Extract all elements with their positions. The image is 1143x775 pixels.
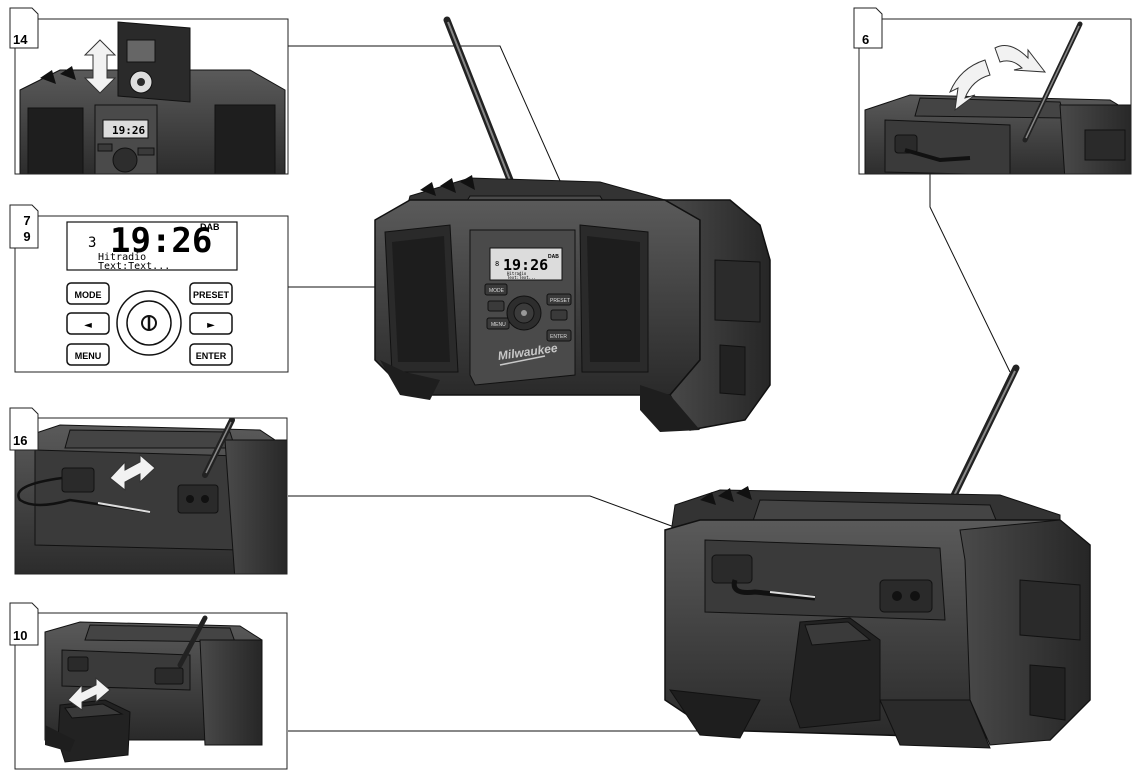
radio-front-btn-preset: PRESET <box>550 298 570 304</box>
p79-btn-menu: MENU <box>75 351 102 361</box>
p79-btn-mode: MODE <box>75 290 102 300</box>
radio-rear-view <box>664 364 1091 749</box>
radio-front-lcd-time: 19:26 <box>503 256 548 274</box>
p79-btn-left: ◄ <box>84 320 92 331</box>
panel-16-number: 16 <box>13 433 27 448</box>
radio-front-btn-mode: MODE <box>489 288 505 294</box>
p79-btn-right: ► <box>207 320 215 331</box>
panel-7-number: 7 <box>23 213 30 228</box>
panel-14-number: 14 <box>13 32 28 47</box>
p79-lcd-line2: Text:Text... <box>98 261 170 272</box>
p79-lcd-line1: Hitradio <box>98 252 146 263</box>
p79-lcd-preset: 3 <box>88 235 96 251</box>
panel-14-lcd-time: 19:26 <box>112 124 145 137</box>
panel-10: 10 <box>9 602 288 770</box>
radio-front-lcd-line2: Text:Text... <box>507 275 536 280</box>
radio-front-view: 8 19:26 DAB Hitradio Text:Text... MODE P… <box>374 16 771 432</box>
panel-7-9: 3 19:26 DAB Hitradio Text:Text... MODE P… <box>9 204 289 373</box>
radio-front-btn-enter: ENTER <box>550 334 567 340</box>
p79-lcd-band: DAB <box>200 222 220 232</box>
panel-14: 19:26 14 <box>9 7 289 175</box>
panel-6-number: 6 <box>862 32 869 47</box>
radio-front-lcd-preset: 8 <box>495 260 499 268</box>
radio-front-lcd-band: DAB <box>548 254 559 260</box>
radio-front-lcd-line1: Hitradio <box>507 271 527 276</box>
p79-lcd-time: 19:26 <box>110 221 212 261</box>
p79-btn-enter: ENTER <box>196 351 227 361</box>
panel-10-number: 10 <box>13 628 27 643</box>
panel-9-number: 9 <box>23 229 30 244</box>
p79-btn-preset: PRESET <box>193 290 230 300</box>
panel-16: 16 <box>9 407 288 575</box>
panel-6: 6 <box>853 7 1132 175</box>
radio-front-btn-menu: MENU <box>491 322 506 328</box>
